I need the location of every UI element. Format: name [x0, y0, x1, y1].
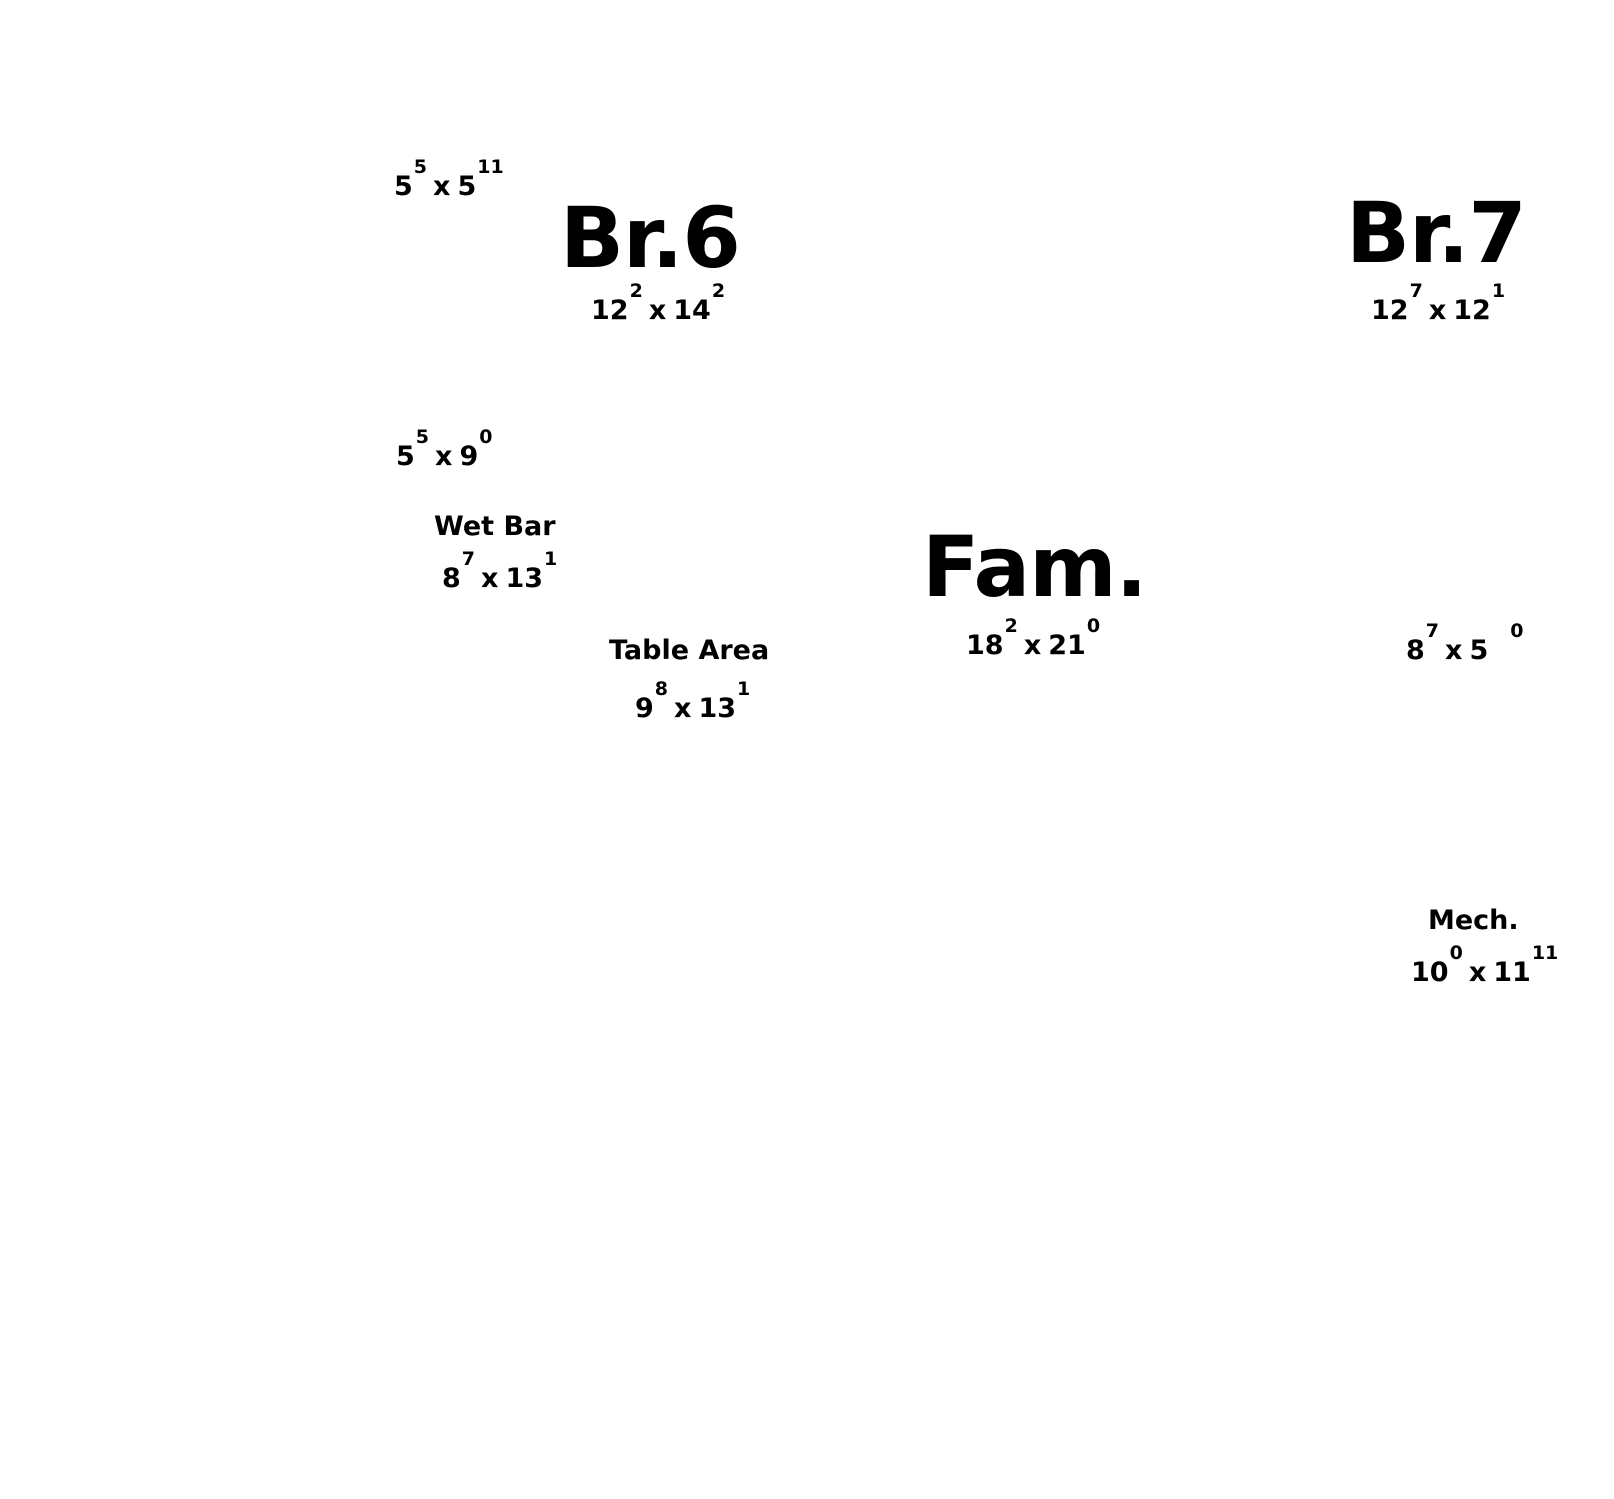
- dimension-separator: x: [1468, 957, 1487, 988]
- br7-height-in: 1: [1491, 280, 1506, 302]
- br6-width-in: 2: [629, 280, 643, 302]
- br6-width-ft: 12: [591, 295, 629, 326]
- room-label-br7: Br.7: [1346, 184, 1527, 282]
- closet-mid-height-in: 0: [479, 426, 493, 448]
- closet-mid-width-ft: 5: [396, 441, 415, 472]
- table-area-height-in: 1: [737, 678, 751, 700]
- dimension-separator: x: [674, 693, 692, 724]
- dimension-separator: x: [648, 295, 667, 326]
- dimension-separator: x: [435, 441, 453, 472]
- br6-height-ft: 14: [673, 295, 711, 326]
- fam-height-in: 0: [1086, 615, 1101, 637]
- br6-height-in: 2: [711, 280, 726, 302]
- table-area-width-ft: 9: [635, 693, 654, 724]
- wet-bar-width-in: 7: [461, 548, 476, 570]
- wet-bar-width-ft: 8: [442, 563, 461, 594]
- dimension-separator: x: [433, 171, 451, 202]
- br7-width-ft: 12: [1371, 295, 1409, 326]
- room-label-mech: Mech.: [1428, 905, 1519, 936]
- mech-width-in: 0: [1449, 942, 1463, 964]
- mech-height-ft: 11: [1493, 957, 1531, 988]
- closet-mid-width-in: 5: [415, 426, 430, 448]
- room-label-table-area: Table Area: [609, 635, 770, 666]
- table-area-width-in: 8: [654, 678, 669, 700]
- table-area-height-ft: 13: [698, 693, 737, 724]
- fam-height-ft: 21: [1048, 630, 1086, 661]
- right-storage-width-ft: 8: [1406, 635, 1425, 666]
- fam-width-ft: 18: [966, 630, 1004, 661]
- dimension-separator: x: [1428, 295, 1447, 326]
- br7-width-in: 7: [1409, 280, 1423, 302]
- mech-height-in: 11: [1531, 942, 1559, 964]
- mech-width-ft: 10: [1411, 957, 1449, 988]
- room-label-br6: Br.6: [560, 189, 741, 287]
- right-storage-height-in: 0: [1510, 620, 1524, 642]
- fam-width-in: 2: [1004, 615, 1018, 637]
- wet-bar-height-ft: 13: [505, 563, 544, 594]
- room-label-wet-bar: Wet Bar: [434, 511, 556, 542]
- closet-top-width-in: 5: [413, 156, 428, 178]
- closet-top-height-ft: 5: [457, 171, 477, 202]
- br7-height-ft: 12: [1453, 295, 1491, 326]
- closet-top-width-ft: 5: [394, 171, 413, 202]
- right-storage-height-ft: 5: [1469, 635, 1489, 666]
- room-label-fam: Fam.: [922, 518, 1148, 616]
- closet-mid-height-ft: 9: [459, 441, 479, 472]
- dimension-separator: x: [1445, 635, 1463, 666]
- wet-bar-height-in: 1: [544, 548, 558, 570]
- closet-top-height-in: 11: [477, 156, 504, 178]
- right-storage-width-in: 7: [1425, 620, 1440, 642]
- dimension-separator: x: [1023, 630, 1042, 661]
- dimension-separator: x: [481, 563, 499, 594]
